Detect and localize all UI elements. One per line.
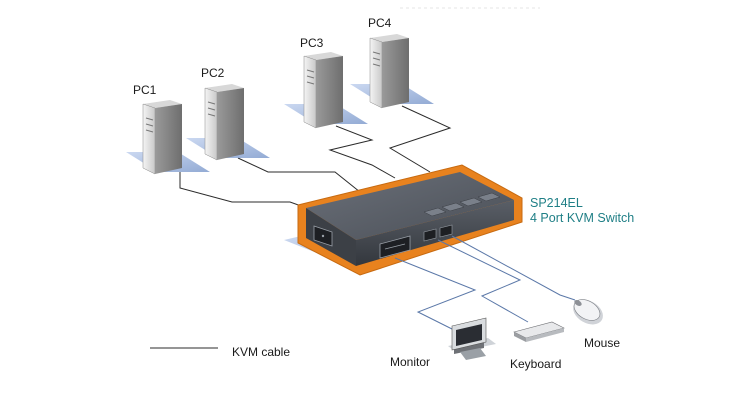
cable-mouse [451, 235, 576, 301]
cable-monitor [394, 257, 477, 339]
pc2-label: PC2 [201, 66, 225, 80]
cable-pc3 [328, 125, 396, 179]
monitor-device [448, 317, 496, 360]
pc4-tower [350, 34, 434, 109]
switch-vga-port-front [379, 235, 411, 259]
switch-buttons [423, 192, 501, 217]
switch-description-label: 4 Port KVM Switch [530, 211, 635, 225]
pc2-tower [186, 84, 270, 161]
legend-cable-label: KVM cable [232, 345, 291, 359]
cable-pc4 [388, 105, 452, 173]
pc3-label: PC3 [300, 36, 324, 50]
pc4-label: PC4 [368, 16, 392, 30]
keyboard-label: Keyboard [510, 357, 562, 371]
cable-pc1 [179, 172, 319, 213]
cable-keyboard [437, 239, 529, 323]
switch-model-label: SP214EL [530, 196, 583, 210]
pc3-tower [284, 52, 368, 129]
switch-ps2-ports [423, 224, 453, 242]
pc1-tower [126, 100, 210, 175]
mouse-label: Mouse [584, 336, 621, 350]
switch-top [306, 172, 514, 240]
kvm-switch [284, 164, 523, 276]
monitor-label: Monitor [390, 355, 431, 369]
mouse-device [573, 299, 603, 325]
peripheral-cables [394, 235, 576, 339]
pc1-label: PC1 [133, 83, 157, 97]
switch-vga-port-left [313, 225, 333, 247]
cable-pc2 [237, 157, 361, 193]
keyboard-device [513, 321, 565, 342]
